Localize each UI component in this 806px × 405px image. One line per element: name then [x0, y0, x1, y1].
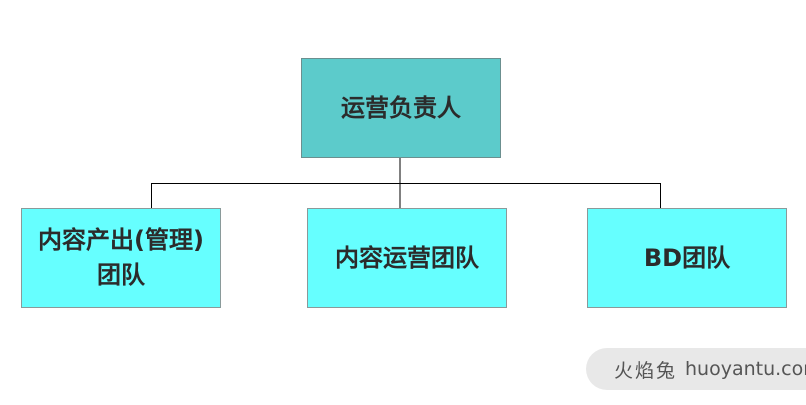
root-node: 运营负责人 [301, 58, 501, 158]
watermark-brand: 火焰兔 [614, 359, 678, 382]
root-node-label: 运营负责人 [341, 93, 461, 122]
child-node-label: BD团队 [643, 243, 731, 272]
watermark-domain: huoyantu.com [685, 358, 806, 380]
watermark-badge: 火焰兔 huoyantu.com [586, 348, 806, 390]
child-node-label: 内容运营团队 [335, 243, 479, 272]
child-node-content-operations: 内容运营团队 [307, 208, 507, 308]
child-node-content-production: 内容产出(管理) 团队 [21, 208, 221, 308]
child-node-label: 内容产出(管理) 团队 [38, 226, 204, 289]
child-node-bd: BD团队 [587, 208, 787, 308]
